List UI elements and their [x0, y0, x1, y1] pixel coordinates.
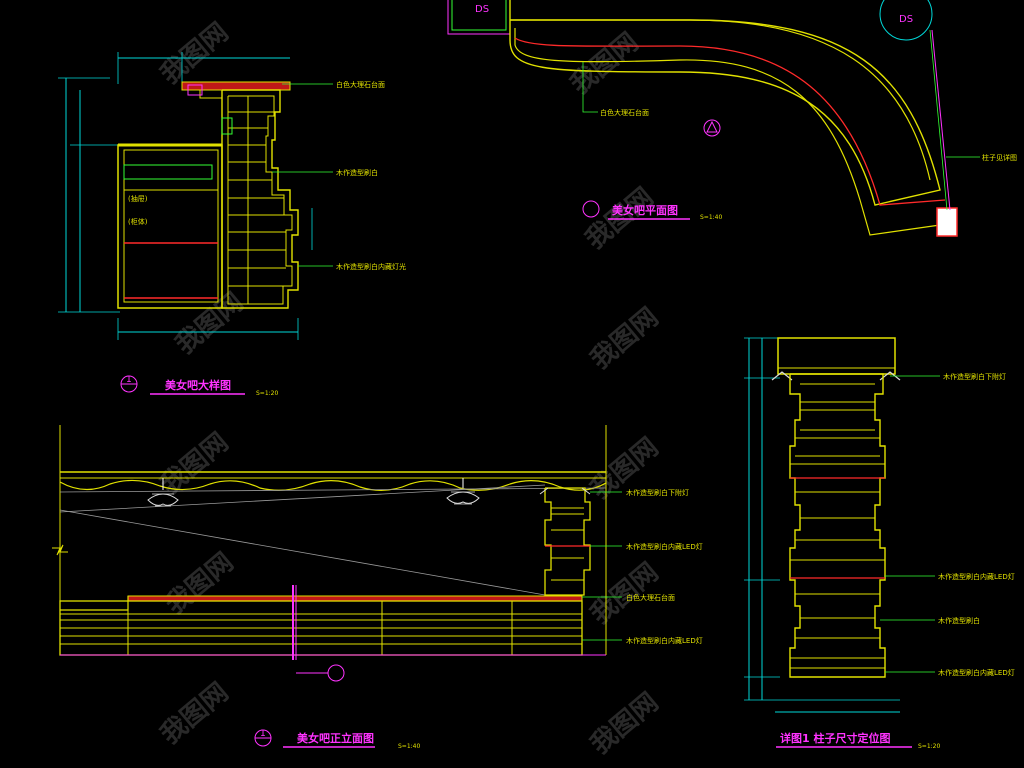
leader — [582, 62, 598, 113]
stepped-profile — [221, 89, 299, 309]
elevation-title: 美女吧正立面图 — [297, 731, 374, 745]
north-arrow-icon — [703, 119, 721, 137]
watermark: 我图网 — [160, 547, 239, 620]
counter-return — [60, 596, 129, 611]
column-title: 详图1 柱子尺寸定位图 — [780, 731, 890, 745]
column-marker — [936, 207, 958, 237]
note-wood-lamp: 木作造型刷白下附灯 — [626, 488, 689, 497]
bracket — [188, 89, 222, 99]
elevation-scale: S=1:40 — [398, 743, 420, 750]
small-label: (抽屉) — [128, 194, 148, 203]
counter-top-line — [514, 37, 946, 206]
note-wood-light: 木作造型刷白内藏灯光 — [336, 262, 406, 271]
counter-inner-edge — [510, 19, 931, 181]
ds-box-inner — [451, 0, 507, 31]
note-wood-led-2: 木作造型刷白内藏LED灯 — [626, 636, 703, 645]
column-elevation — [544, 487, 591, 596]
note-column-detail: 柱子见详图 — [982, 153, 1017, 162]
cabinet-body — [117, 144, 223, 309]
note-wood-lamp: 木作造型刷白下附灯 — [943, 372, 1006, 381]
break-mark-icon — [52, 544, 68, 556]
ds-line-2 — [929, 29, 948, 211]
capital-ornament — [771, 371, 901, 381]
section-marker-icon — [327, 664, 345, 682]
ds-line — [931, 29, 951, 211]
counter-outer-edge — [514, 28, 941, 236]
view-badge-icon — [582, 200, 600, 218]
note-wood-led: 木作造型刷白内藏LED灯 — [938, 572, 1015, 581]
plan-title: 美女吧平面图 — [612, 203, 678, 217]
sight-line — [59, 484, 546, 513]
note-marble-top: 白色大理石台面 — [336, 80, 385, 89]
ds-label-left: DS — [475, 4, 489, 15]
cabinet-inner — [123, 149, 219, 303]
bracket-marker — [187, 84, 203, 96]
light-marker — [221, 117, 233, 135]
ds-circle — [879, 0, 933, 41]
elevation-badge: 1 — [260, 729, 266, 739]
stepped-profile-inner — [227, 95, 293, 305]
column-shaft — [789, 373, 886, 678]
column-detail-view: 木作造型刷白下附灯 木作造型刷白内藏LED灯 木作造型刷白 木作造型刷白内藏LE… — [744, 337, 1015, 750]
drawer — [123, 164, 213, 180]
column-scale: S=1:20 — [918, 743, 940, 750]
plan-scale: S=1:40 — [700, 214, 722, 221]
north-arrow-triangle — [706, 120, 718, 133]
counter-top — [127, 595, 583, 602]
chandelier-icon — [446, 478, 480, 505]
ds-label-right: DS — [899, 14, 913, 25]
note-marble-top: 白色大理石台面 — [600, 108, 649, 117]
watermark: 我图网 — [585, 302, 664, 375]
note-wood-led-2: 木作造型刷白内藏LED灯 — [938, 668, 1015, 677]
section-scale: S=1:20 — [256, 390, 278, 397]
soffit-line — [59, 487, 607, 493]
section-view: (抽屉) (柜体) 白色大理石台面 木作造型刷白 木作造型刷白内藏灯光 1 美女… — [58, 52, 406, 397]
note-wood-white: 木作造型刷白 — [336, 168, 378, 177]
chandelier-icon — [147, 478, 179, 507]
small-label: (柜体) — [128, 217, 148, 226]
watermark: 我图网 — [155, 427, 234, 500]
plan-view: DS DS 白色大理石台面 柱子见详图 美女吧平面图 S=1:40 — [447, 0, 1017, 237]
watermark: 我图网 — [585, 687, 664, 760]
column-capital — [539, 487, 591, 495]
counter-outline — [509, 0, 941, 206]
watermark: 我图网 — [155, 17, 234, 90]
note-marble-top: 白色大理石台面 — [626, 593, 675, 602]
note-wood-white: 木作造型刷白 — [938, 616, 980, 625]
elevation-view: 木作造型刷白下附灯 木作造型刷白内藏LED灯 白色大理石台面 木作造型刷白内藏L… — [59, 425, 703, 750]
watermark: 我图网 — [565, 27, 644, 100]
ceiling-molding — [59, 479, 607, 491]
sight-line — [59, 509, 546, 596]
section-title: 美女吧大样图 — [165, 378, 231, 392]
column-capital — [777, 337, 896, 375]
watermark: 我图网 — [155, 677, 234, 750]
note-wood-led: 木作造型刷白内藏LED灯 — [626, 542, 703, 551]
counter-slab — [181, 81, 291, 91]
section-badge: 1 — [126, 375, 132, 385]
